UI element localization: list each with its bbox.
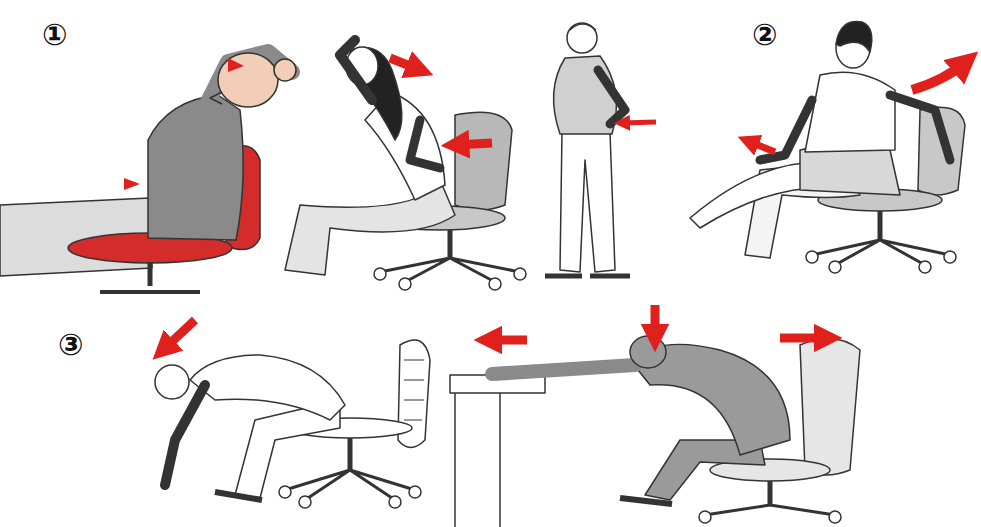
- arm: [165, 385, 205, 485]
- chair-post: [448, 230, 453, 258]
- red-arrow: [455, 143, 492, 145]
- arm: [890, 95, 950, 160]
- wheel: [389, 496, 401, 508]
- red-pointer: [124, 178, 140, 190]
- hair: [836, 21, 872, 52]
- wheel: [829, 261, 841, 273]
- red-arrow: [912, 62, 966, 90]
- chair-back: [455, 112, 512, 210]
- desk-side: [454, 393, 456, 527]
- figure-bend-forward: [155, 320, 430, 508]
- wheel: [919, 261, 931, 273]
- arm: [492, 365, 635, 374]
- wheel: [944, 251, 956, 263]
- chair-base: [100, 290, 200, 294]
- chair-back: [800, 339, 860, 475]
- arm: [598, 70, 625, 124]
- wheel: [489, 278, 501, 290]
- red-arrow: [163, 320, 195, 350]
- red-arrow: [748, 141, 775, 152]
- chair-base: [380, 258, 520, 282]
- arm: [410, 120, 440, 168]
- arm: [340, 40, 372, 100]
- shoe: [215, 492, 262, 500]
- chair-post: [148, 262, 153, 286]
- head: [630, 336, 666, 368]
- wheel: [299, 496, 311, 508]
- trousers: [285, 180, 455, 275]
- trousers: [560, 132, 615, 272]
- red-arrow: [651, 305, 660, 338]
- figure-seated-twist: [690, 21, 966, 273]
- shirt: [190, 355, 345, 420]
- wheel: [399, 278, 411, 290]
- wheel: [806, 251, 818, 263]
- wheel: [829, 511, 841, 523]
- shoe: [620, 498, 672, 504]
- red-arrow: [390, 58, 420, 70]
- chair-post: [768, 481, 773, 505]
- figure-standing-arch: [545, 23, 656, 276]
- head: [567, 23, 597, 53]
- figure-lean-back: [285, 40, 526, 290]
- head: [155, 365, 189, 399]
- figure-desk-stretch: [450, 305, 860, 527]
- sweater: [148, 95, 243, 240]
- chair-base: [705, 505, 835, 515]
- figure-hands-behind-head: [0, 52, 296, 292]
- hair: [570, 24, 596, 30]
- shoes: [545, 274, 630, 279]
- callout-number: ①: [42, 20, 67, 50]
- wheel: [374, 268, 386, 280]
- chair-post: [348, 438, 353, 470]
- chair-back-hatching: [404, 360, 424, 420]
- face-profile: [210, 92, 222, 104]
- callout-number: ③: [58, 330, 83, 360]
- callout-number: ②: [752, 20, 777, 50]
- wheel: [409, 486, 421, 498]
- red-pointer: [228, 58, 244, 72]
- hand: [274, 59, 296, 81]
- red-arrow: [780, 334, 828, 343]
- wheel: [699, 511, 711, 523]
- desk-leg: [499, 393, 501, 527]
- chair-post: [878, 211, 883, 240]
- blouse: [805, 72, 895, 152]
- head: [218, 53, 278, 107]
- wheel: [279, 486, 291, 498]
- wheel: [514, 268, 526, 280]
- red-arrow: [622, 122, 656, 123]
- red-arrow: [488, 336, 527, 345]
